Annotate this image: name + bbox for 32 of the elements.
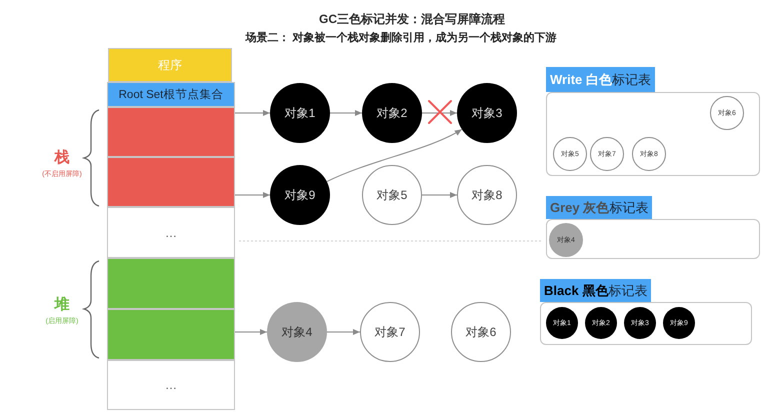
section-label: 堆 [53, 294, 70, 314]
arrow [422, 192, 458, 198]
arrow [234, 110, 270, 116]
title: GC三色标记并发：混合写屏障流程 [318, 10, 506, 28]
slot-box: … [107, 207, 235, 258]
slot-box [107, 157, 235, 207]
arrow [330, 110, 362, 116]
object-circle: 对象6 [451, 302, 511, 362]
slot-box [107, 258, 235, 309]
table-title: Black 黑色标记表 [540, 279, 652, 302]
arrow [234, 192, 270, 198]
object-circle: 对象2 [362, 83, 422, 143]
object-circle: 对象9 [270, 165, 330, 225]
object-circle: 对象8 [457, 165, 517, 225]
program-box: 程序 [108, 48, 232, 82]
arrow [422, 110, 458, 116]
object-circle: 对象5 [362, 165, 422, 225]
root-set-box: Root Set根节点集合 [107, 82, 235, 107]
object-circle: 对象3 [457, 83, 517, 143]
subtitle: 场景二： 对象被一个栈对象删除引用，成为另一个栈对象的下游 [244, 30, 558, 45]
arrow [234, 329, 268, 335]
slot-box [107, 309, 235, 360]
slot-box [107, 107, 235, 157]
arrow [326, 329, 360, 335]
section-label: 栈 [53, 148, 70, 167]
object-circle: 对象1 [270, 83, 330, 143]
object-circle: 对象4 [267, 302, 327, 362]
object-circle: 对象7 [360, 302, 420, 362]
arrow [326, 128, 462, 182]
slot-box: … [107, 360, 235, 410]
table-title: Write 白色标记表 [546, 67, 655, 92]
table-title: Grey 灰色标记表 [546, 196, 652, 219]
